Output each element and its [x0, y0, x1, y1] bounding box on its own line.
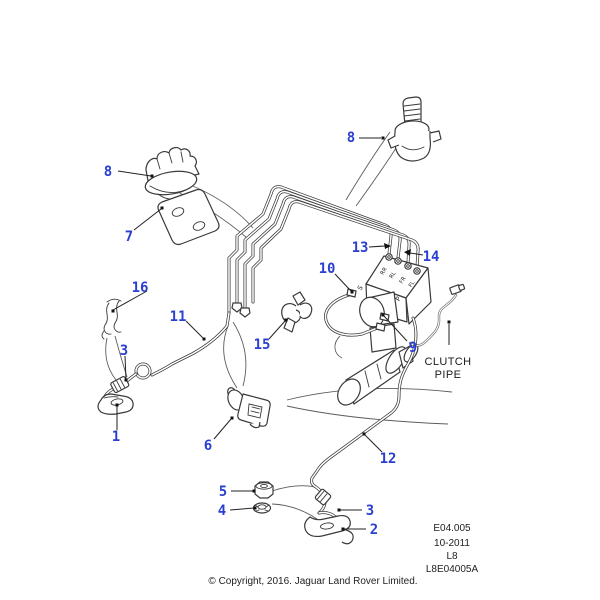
svg-text:3: 3 [366, 503, 374, 519]
svg-text:6: 6 [204, 438, 212, 454]
callout-8-left: 8 [104, 164, 154, 180]
callout-14: 14 [404, 249, 439, 265]
port-label-rr: RR [380, 266, 389, 276]
callouts: 8 7 16 11 3 1 15 6 [104, 130, 440, 538]
callout-13: 13 [352, 240, 391, 256]
clutch-pipe-label-line1: CLUTCH [424, 356, 471, 368]
clutch-pipe-note: CLUTCH PIPE [424, 320, 471, 381]
clutch-pipe-label-line2: PIPE [435, 369, 462, 381]
svg-text:15: 15 [254, 337, 271, 353]
callout-6: 6 [204, 416, 234, 454]
nut-part [254, 481, 274, 499]
clutch-pipe [408, 283, 466, 347]
callout-16: 16 [111, 280, 149, 313]
title-block-date: 10-2011 [434, 538, 470, 549]
svg-text:10: 10 [319, 261, 336, 277]
callout-1: 1 [112, 403, 120, 445]
callout-15: 15 [254, 318, 288, 353]
svg-text:5: 5 [219, 484, 227, 500]
title-block-drawing: L8E04005A [426, 564, 479, 575]
svg-text:3: 3 [120, 343, 128, 359]
clip-multi-left-part [144, 147, 200, 200]
copyright-line: © Copyright, 2016. Jaguar Land Rover Lim… [208, 576, 417, 587]
module-marking-s: S [356, 284, 365, 292]
callout-8-right: 8 [347, 130, 385, 146]
svg-text:1: 1 [112, 429, 120, 445]
port-label-rl: RL [389, 270, 398, 280]
callout-5: 5 [219, 484, 256, 500]
callout-12: 12 [362, 432, 397, 467]
callout-7: 7 [125, 206, 164, 245]
callout-9: 9 [381, 313, 417, 356]
callout-4: 4 [218, 503, 257, 519]
svg-text:14: 14 [423, 249, 440, 265]
svg-text:16: 16 [132, 280, 149, 296]
rear-pipe-assembly [304, 316, 418, 545]
mid-clip-part [281, 291, 313, 333]
svg-text:11: 11 [170, 309, 187, 325]
connector-valve-part [227, 387, 271, 429]
callout-10: 10 [319, 261, 354, 294]
bracket-plate-part [157, 188, 220, 246]
svg-text:2: 2 [370, 522, 378, 538]
brake-pipe-bundle [227, 185, 420, 318]
svg-text:8: 8 [347, 130, 355, 146]
title-block-section: E04.005 [433, 523, 471, 534]
svg-text:9: 9 [409, 340, 417, 356]
module-marking-p: P [394, 295, 403, 303]
svg-text:12: 12 [380, 451, 397, 467]
clip-stud-right-part [387, 96, 442, 162]
callout-2: 2 [341, 522, 378, 538]
spring-clip-part [101, 298, 122, 340]
front-pipe-assembly [97, 311, 231, 415]
title-block-model: L8 [446, 551, 458, 562]
svg-text:7: 7 [125, 229, 133, 245]
callout-3-rear: 3 [337, 503, 374, 519]
port-label-fr: FR [399, 276, 408, 285]
svg-text:13: 13 [352, 240, 369, 256]
svg-text:4: 4 [218, 503, 226, 519]
master-cylinder [337, 343, 419, 406]
title-block: E04.005 10-2011 L8 L8E04005A [426, 523, 479, 575]
callout-11: 11 [170, 309, 206, 341]
callout-3-front: 3 [120, 343, 128, 382]
svg-text:8: 8 [104, 164, 112, 180]
abs-modulator: RR RL FR FL S P [356, 253, 432, 353]
port-label-fl: FL [408, 279, 417, 288]
